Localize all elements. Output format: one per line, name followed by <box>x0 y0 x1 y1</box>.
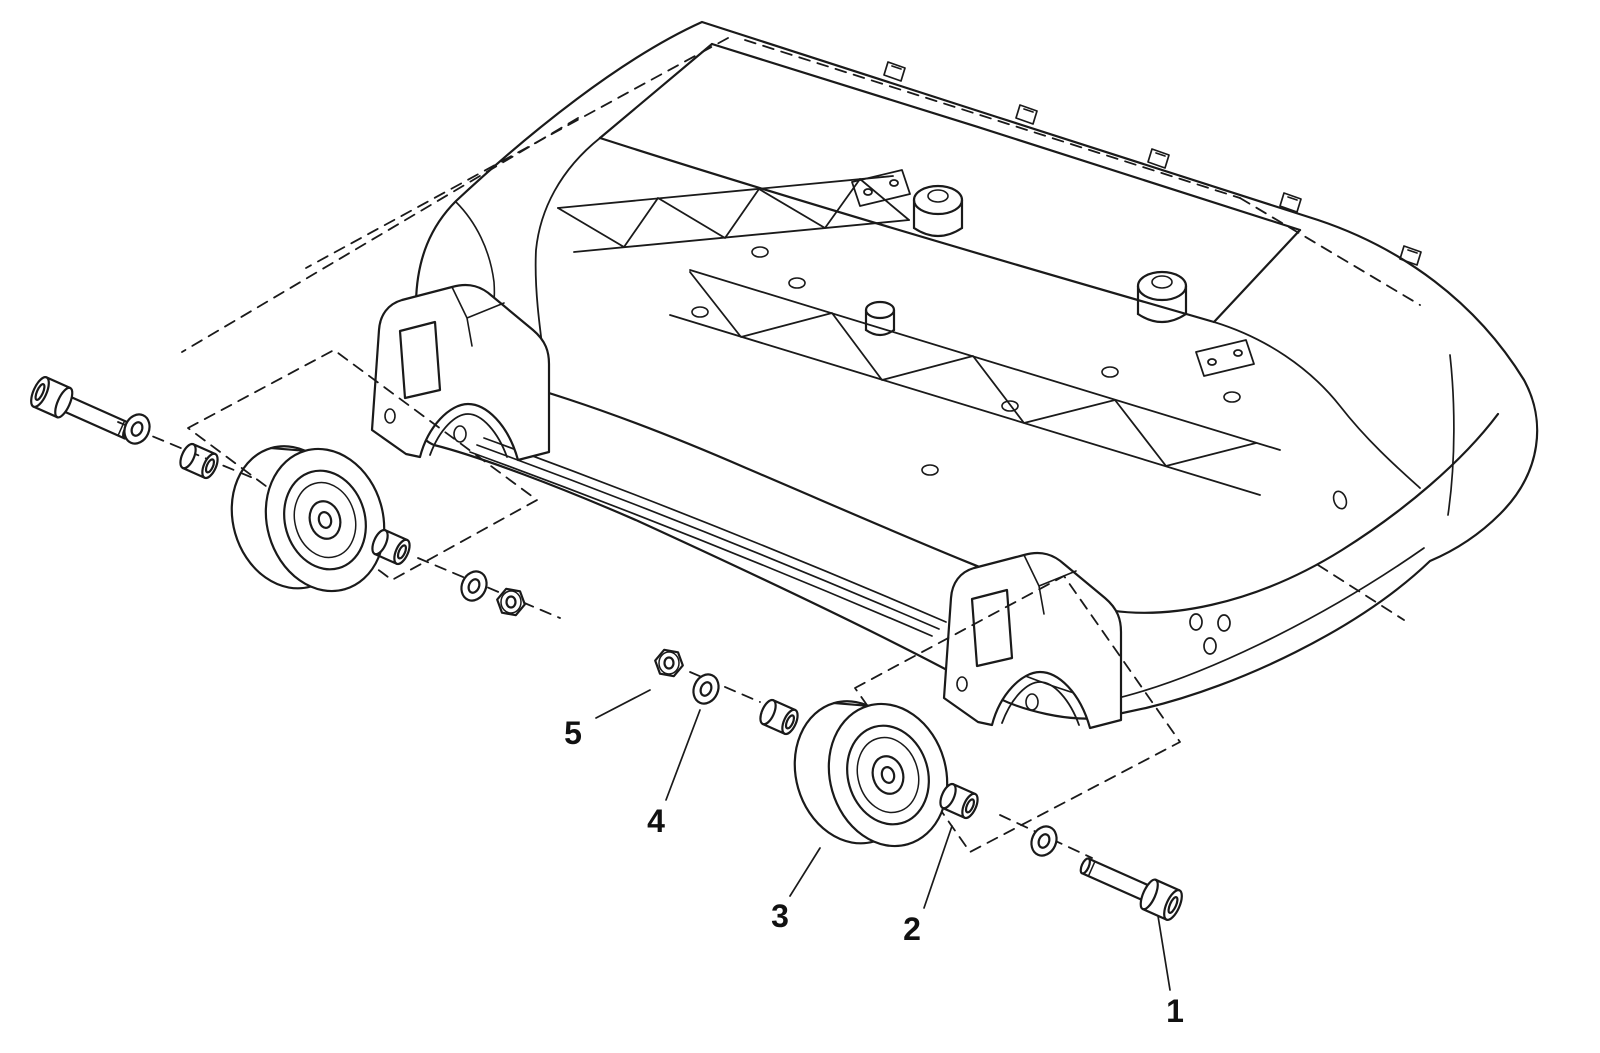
deck-right-skirt-inner <box>1109 547 1425 701</box>
callout-2: 2 <box>903 825 953 947</box>
guide-line-rear-top <box>744 39 1241 199</box>
callout-5-label: 5 <box>564 715 582 751</box>
mount-boss-small <box>864 300 896 337</box>
guide-line-rear-left-2 <box>181 117 579 353</box>
spindle-mount-plate-right <box>1195 339 1255 377</box>
spindle-boss-center <box>912 184 964 238</box>
callout-2-leader-line <box>923 825 953 909</box>
guide-line-right-skirt <box>1317 564 1405 621</box>
guide-axis-left-2 <box>417 557 561 619</box>
callout-2-label: 2 <box>903 911 921 947</box>
mower-deck-body <box>370 20 1539 730</box>
deck-rear-wall-left-edge <box>598 42 714 140</box>
part-1-socket-bolt-left <box>26 373 139 449</box>
callout-1: 1 <box>1157 915 1184 1029</box>
callout-1-leader-line <box>1157 915 1171 991</box>
callout-3: 3 <box>771 847 821 934</box>
part-4-washer-right-outer <box>1025 821 1063 861</box>
part-2-spacer-right-inner <box>756 696 802 738</box>
guide-axis-right-2 <box>999 814 1093 859</box>
callout-4: 4 <box>647 709 701 839</box>
part-4-washer-right-inner <box>687 669 725 709</box>
callout-4-leader-line <box>665 709 701 801</box>
guide-line-rear-left-1 <box>305 37 729 269</box>
skirt-drain-hole-cluster <box>1189 613 1231 655</box>
part-4-washer-left-outer <box>118 409 156 449</box>
rear-edge-tabs <box>883 61 1422 266</box>
callout-3-label: 3 <box>771 898 789 934</box>
deck-right-inner-curve <box>1213 321 1421 489</box>
callout-5: 5 <box>564 689 651 751</box>
part-5-lock-nut-right <box>654 648 684 678</box>
callout-4-label: 4 <box>647 803 665 839</box>
callout-5-leader-line <box>595 689 651 719</box>
callout-1-label: 1 <box>1166 993 1184 1029</box>
guide-axis-right-1 <box>689 671 761 703</box>
callout-3-leader-line <box>789 847 821 897</box>
deck-rear-wall-bottom <box>598 136 1216 324</box>
callouts: 5 4 3 2 1 <box>564 689 1184 1029</box>
deck-rear-wall-right-edge <box>1212 228 1302 324</box>
deck-front-lip-line-1 <box>469 451 933 637</box>
deck-side-panel-seam <box>1447 354 1455 516</box>
guide-line-right-corner <box>1239 197 1421 306</box>
part-4-washer-left-inner <box>455 566 493 606</box>
part-5-lock-nut-left <box>496 587 526 617</box>
cross-brace-truss-main <box>669 269 1281 496</box>
deck-front-lip-line-3 <box>483 437 947 623</box>
deck-bolt-holes <box>691 246 1348 510</box>
deck-rear-wall-top <box>710 42 1302 232</box>
spindle-mount-plate-left <box>851 169 911 207</box>
spindle-boss-right <box>1136 270 1188 324</box>
part-3-roller-wheel-left <box>214 422 402 616</box>
deck-front-lip-line-2 <box>476 444 940 630</box>
part-1-socket-bolt-right <box>1074 848 1187 924</box>
part-3-roller-wheel-right <box>777 677 965 871</box>
